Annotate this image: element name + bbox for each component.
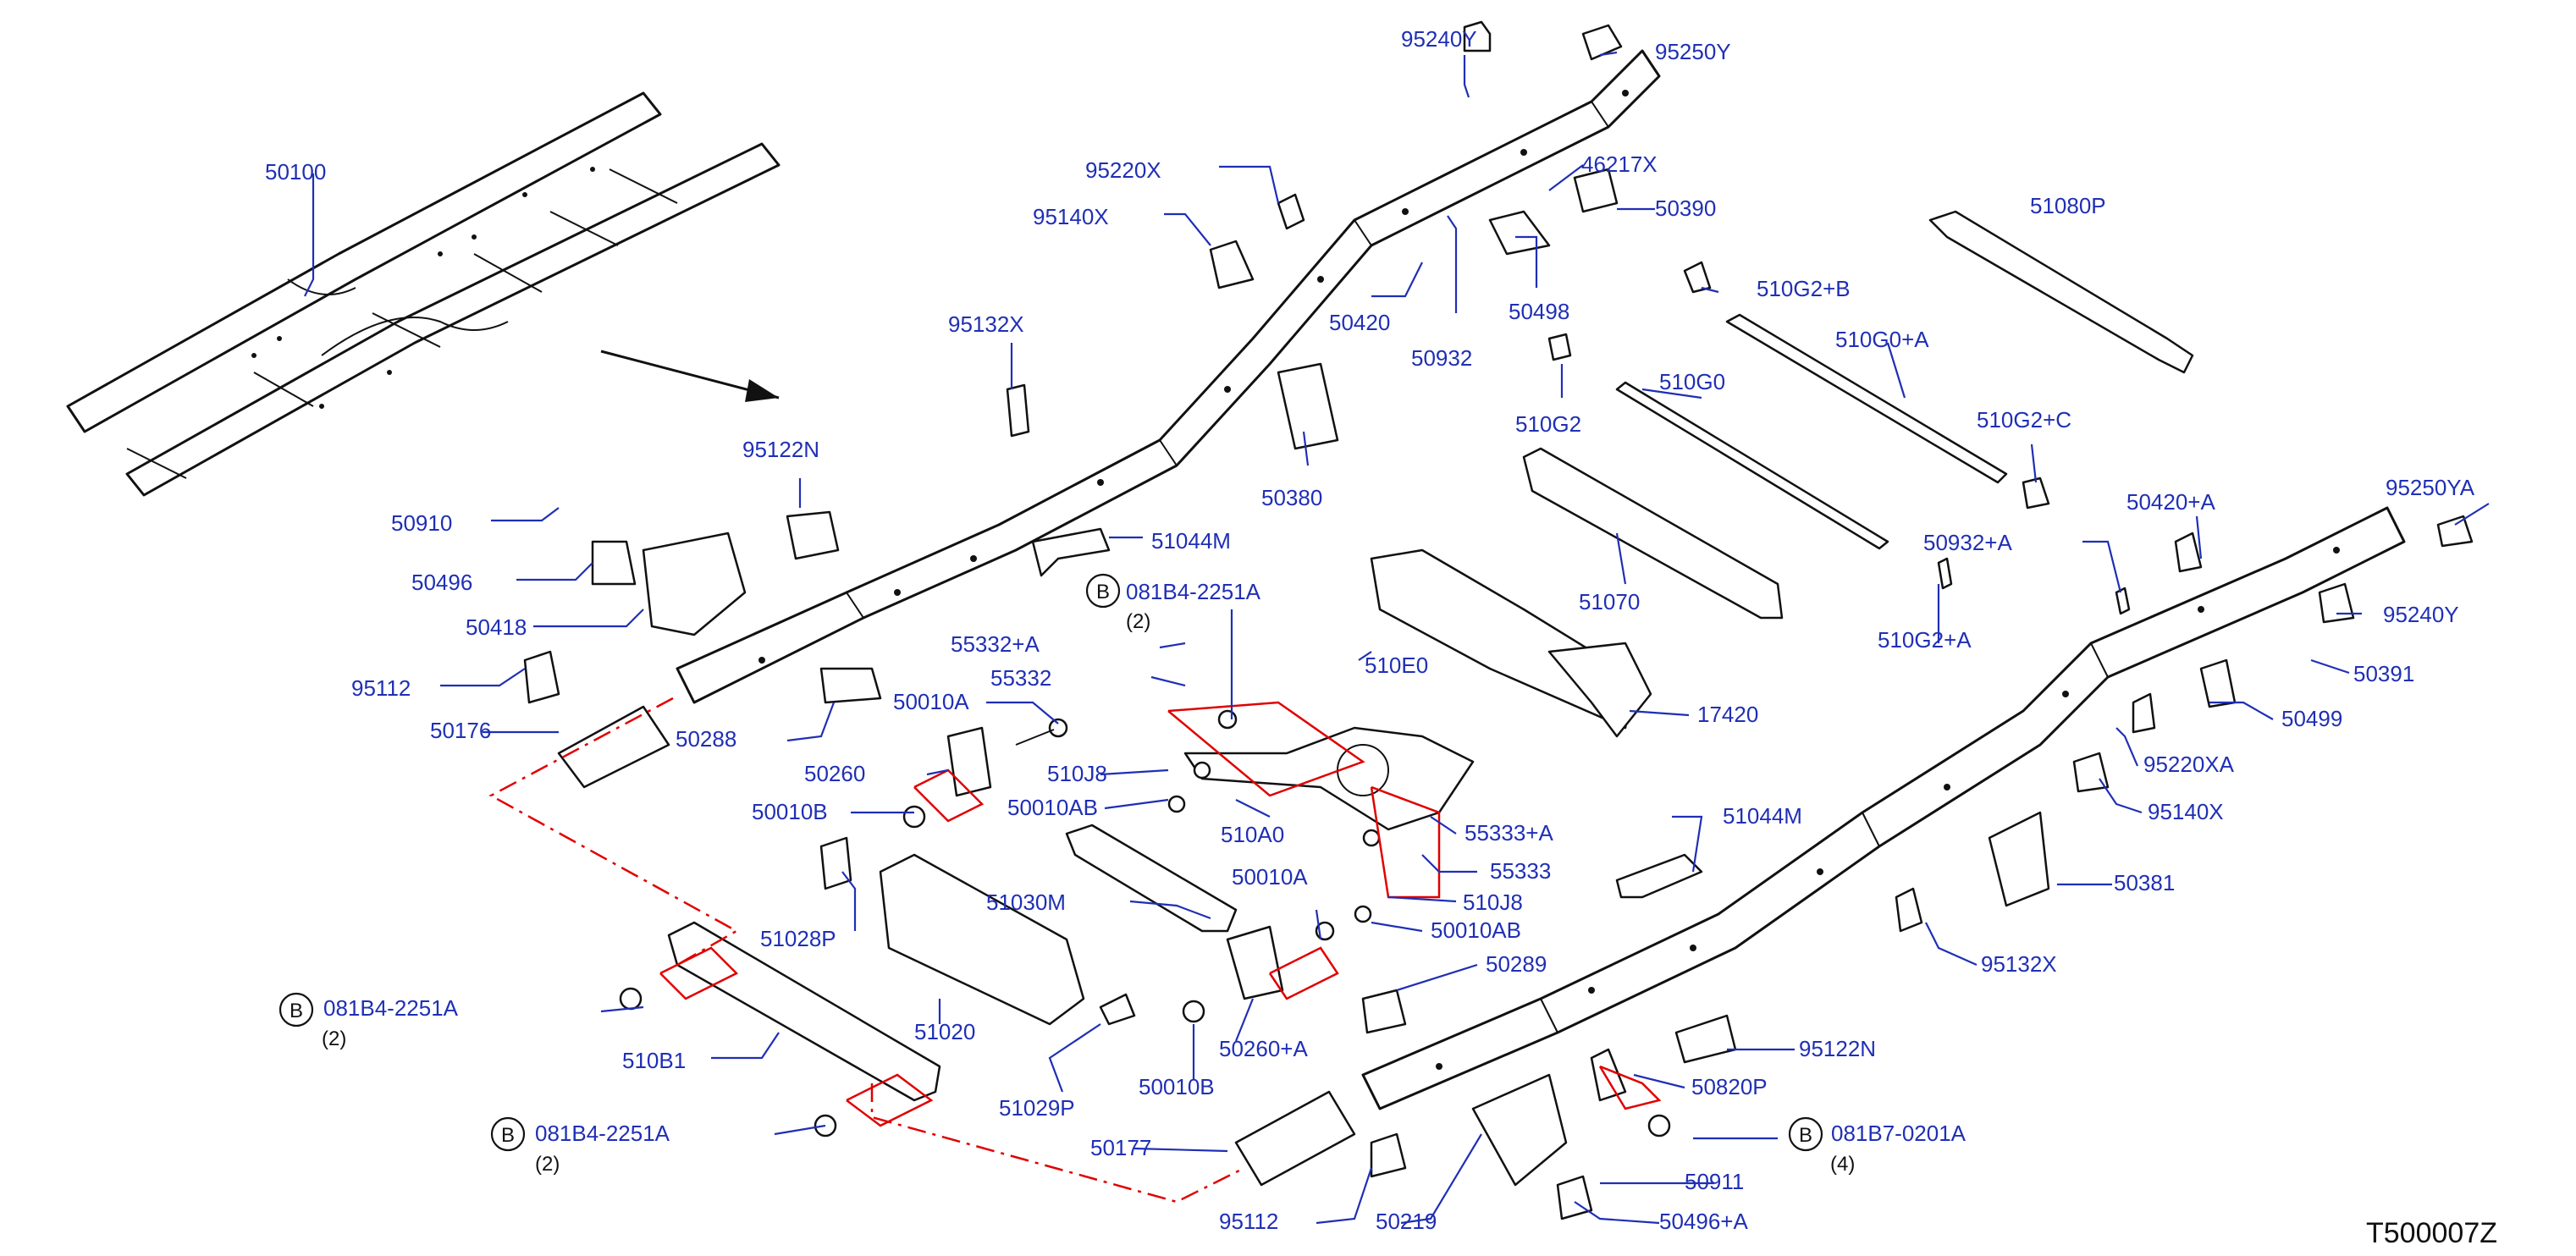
label-50391: 50391 xyxy=(2353,661,2414,686)
label-50010A-b: 50010A xyxy=(1232,864,1308,890)
label-50260+A: 50260+A xyxy=(1219,1036,1308,1061)
label-55333+A: 55333+A xyxy=(1465,820,1553,846)
label-081B4-2251A-top: 081B4-2251A xyxy=(1126,579,1261,604)
label-50418: 50418 xyxy=(466,614,527,640)
label-50289: 50289 xyxy=(1486,951,1547,977)
label-95140X-r: 95140X xyxy=(2148,799,2224,824)
label-510G2: 510G2 xyxy=(1515,411,1581,437)
label-95240Y: 95240Y xyxy=(1401,26,1477,52)
qty-right: (4) xyxy=(1830,1153,1855,1176)
part-labels: 50100 95240Y 95250Y 95220X 46217X 95140X… xyxy=(265,26,2475,1234)
label-50911: 50911 xyxy=(1685,1169,1744,1194)
label-55332: 55332 xyxy=(990,665,1051,691)
label-50420: 50420 xyxy=(1329,310,1390,335)
label-95220XA: 95220XA xyxy=(2143,752,2235,777)
right-frame-rail xyxy=(1361,506,2406,1110)
label-50496: 50496 xyxy=(411,570,472,595)
label-50499: 50499 xyxy=(2281,706,2342,731)
label-55332+A: 55332+A xyxy=(951,631,1040,657)
label-51030M: 51030M xyxy=(986,890,1066,915)
label-95112: 95112 xyxy=(351,675,411,701)
label-510B1: 510B1 xyxy=(622,1048,686,1073)
label-95132X: 95132X xyxy=(948,311,1024,337)
label-50932: 50932 xyxy=(1411,345,1472,371)
label-081B4-2251A-low: 081B4-2251A xyxy=(535,1121,670,1146)
qty-left: (2) xyxy=(322,1027,346,1050)
label-081B4-2251A-left: 081B4-2251A xyxy=(323,995,459,1021)
reference-code: T500007Z xyxy=(2366,1217,2497,1249)
label-50176: 50176 xyxy=(430,718,491,743)
bolt-symbol-low: B xyxy=(501,1124,515,1147)
left-frame-rail xyxy=(676,49,1661,704)
label-510G0+A: 510G0+A xyxy=(1835,327,1929,352)
label-51070: 51070 xyxy=(1579,589,1640,614)
label-95132X-r: 95132X xyxy=(1981,951,2057,977)
label-46217X: 46217X xyxy=(1581,151,1658,177)
label-510J8-b: 510J8 xyxy=(1463,890,1523,915)
cross-members xyxy=(523,20,2474,1220)
label-510A0: 510A0 xyxy=(1221,822,1284,847)
qty-low: (2) xyxy=(535,1153,560,1176)
bolt-position-highlights xyxy=(488,697,1662,1204)
leader-lines xyxy=(304,51,2490,1225)
label-95220X: 95220X xyxy=(1085,157,1161,183)
label-50381: 50381 xyxy=(2114,870,2175,895)
label-510G2+B: 510G2+B xyxy=(1757,276,1851,301)
label-50498: 50498 xyxy=(1509,299,1569,324)
label-081B7-0201A: 081B7-0201A xyxy=(1831,1121,1966,1146)
label-55333: 55333 xyxy=(1490,858,1551,884)
label-95240Y-r: 95240Y xyxy=(2383,602,2459,627)
label-95122N-r: 95122N xyxy=(1799,1036,1876,1061)
label-50100: 50100 xyxy=(265,159,326,185)
label-50010B-b: 50010B xyxy=(1139,1074,1215,1099)
label-50380: 50380 xyxy=(1261,485,1322,510)
label-51028P: 51028P xyxy=(760,926,836,951)
label-95250YA: 95250YA xyxy=(2386,475,2475,500)
qty-top: (2) xyxy=(1126,610,1150,633)
label-51080P: 51080P xyxy=(2030,193,2106,218)
label-50260: 50260 xyxy=(804,761,865,786)
label-95112-b: 95112 xyxy=(1219,1209,1278,1234)
label-510G2+A: 510G2+A xyxy=(1878,627,1972,653)
overview-frame xyxy=(66,91,781,497)
label-51044M: 51044M xyxy=(1151,528,1231,554)
label-51020: 51020 xyxy=(914,1019,975,1044)
label-51044M-b: 51044M xyxy=(1723,803,1802,829)
bolt-symbol-right: B xyxy=(1799,1124,1812,1147)
label-17420: 17420 xyxy=(1697,702,1758,727)
label-51029P: 51029P xyxy=(999,1095,1075,1121)
label-50390: 50390 xyxy=(1655,196,1716,221)
label-50177: 50177 xyxy=(1090,1135,1151,1160)
label-510G0: 510G0 xyxy=(1659,369,1725,394)
label-50010AB: 50010AB xyxy=(1007,795,1098,820)
bolt-symbol-top: B xyxy=(1096,581,1110,603)
bolt-symbol-left: B xyxy=(290,1000,303,1022)
label-50932+A: 50932+A xyxy=(1923,530,2012,555)
label-95140X: 95140X xyxy=(1033,204,1109,229)
label-95122N: 95122N xyxy=(742,437,819,462)
label-510G2+C: 510G2+C xyxy=(1977,407,2071,432)
label-50910: 50910 xyxy=(391,510,452,536)
label-510J8: 510J8 xyxy=(1047,761,1107,786)
label-50010A: 50010A xyxy=(893,689,969,714)
label-50010B: 50010B xyxy=(752,799,828,824)
label-50496+A: 50496+A xyxy=(1659,1209,1748,1234)
label-50288: 50288 xyxy=(676,726,736,752)
label-50820P: 50820P xyxy=(1691,1074,1768,1099)
label-50219: 50219 xyxy=(1376,1209,1437,1234)
label-50420+A: 50420+A xyxy=(2126,489,2215,515)
label-510E0: 510E0 xyxy=(1365,653,1428,678)
label-50010AB-b: 50010AB xyxy=(1431,917,1521,943)
label-95250Y: 95250Y xyxy=(1655,39,1731,64)
bolt-symbols: B B B B xyxy=(279,573,1823,1152)
bolts xyxy=(619,709,1671,1138)
